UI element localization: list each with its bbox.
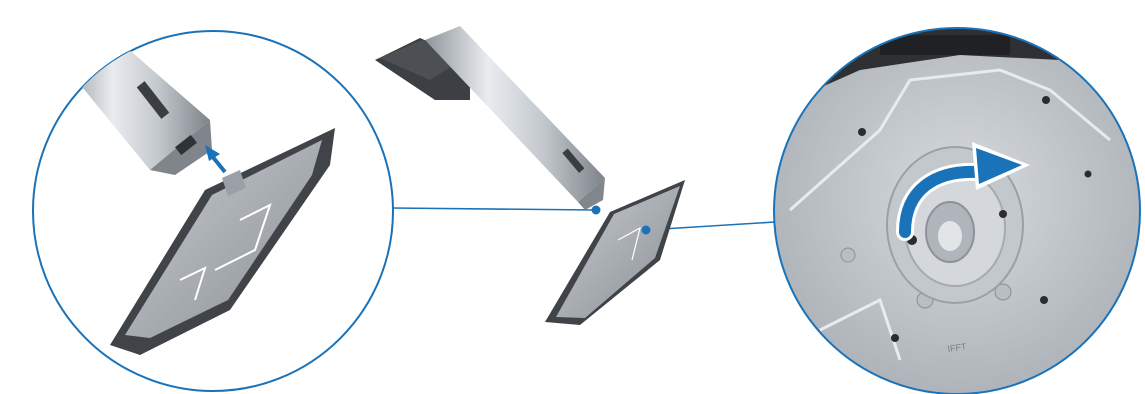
- callout-dot-riser: [592, 206, 601, 215]
- riser-arm: [425, 26, 605, 210]
- stand-assembly-overview: [375, 26, 685, 325]
- detail-circle-left: [33, 31, 393, 391]
- connector-line-left: [392, 208, 596, 210]
- detail-circle-right: IFFT: [770, 25, 1145, 394]
- callout-dot-base: [642, 226, 651, 235]
- base-stand: [545, 180, 685, 325]
